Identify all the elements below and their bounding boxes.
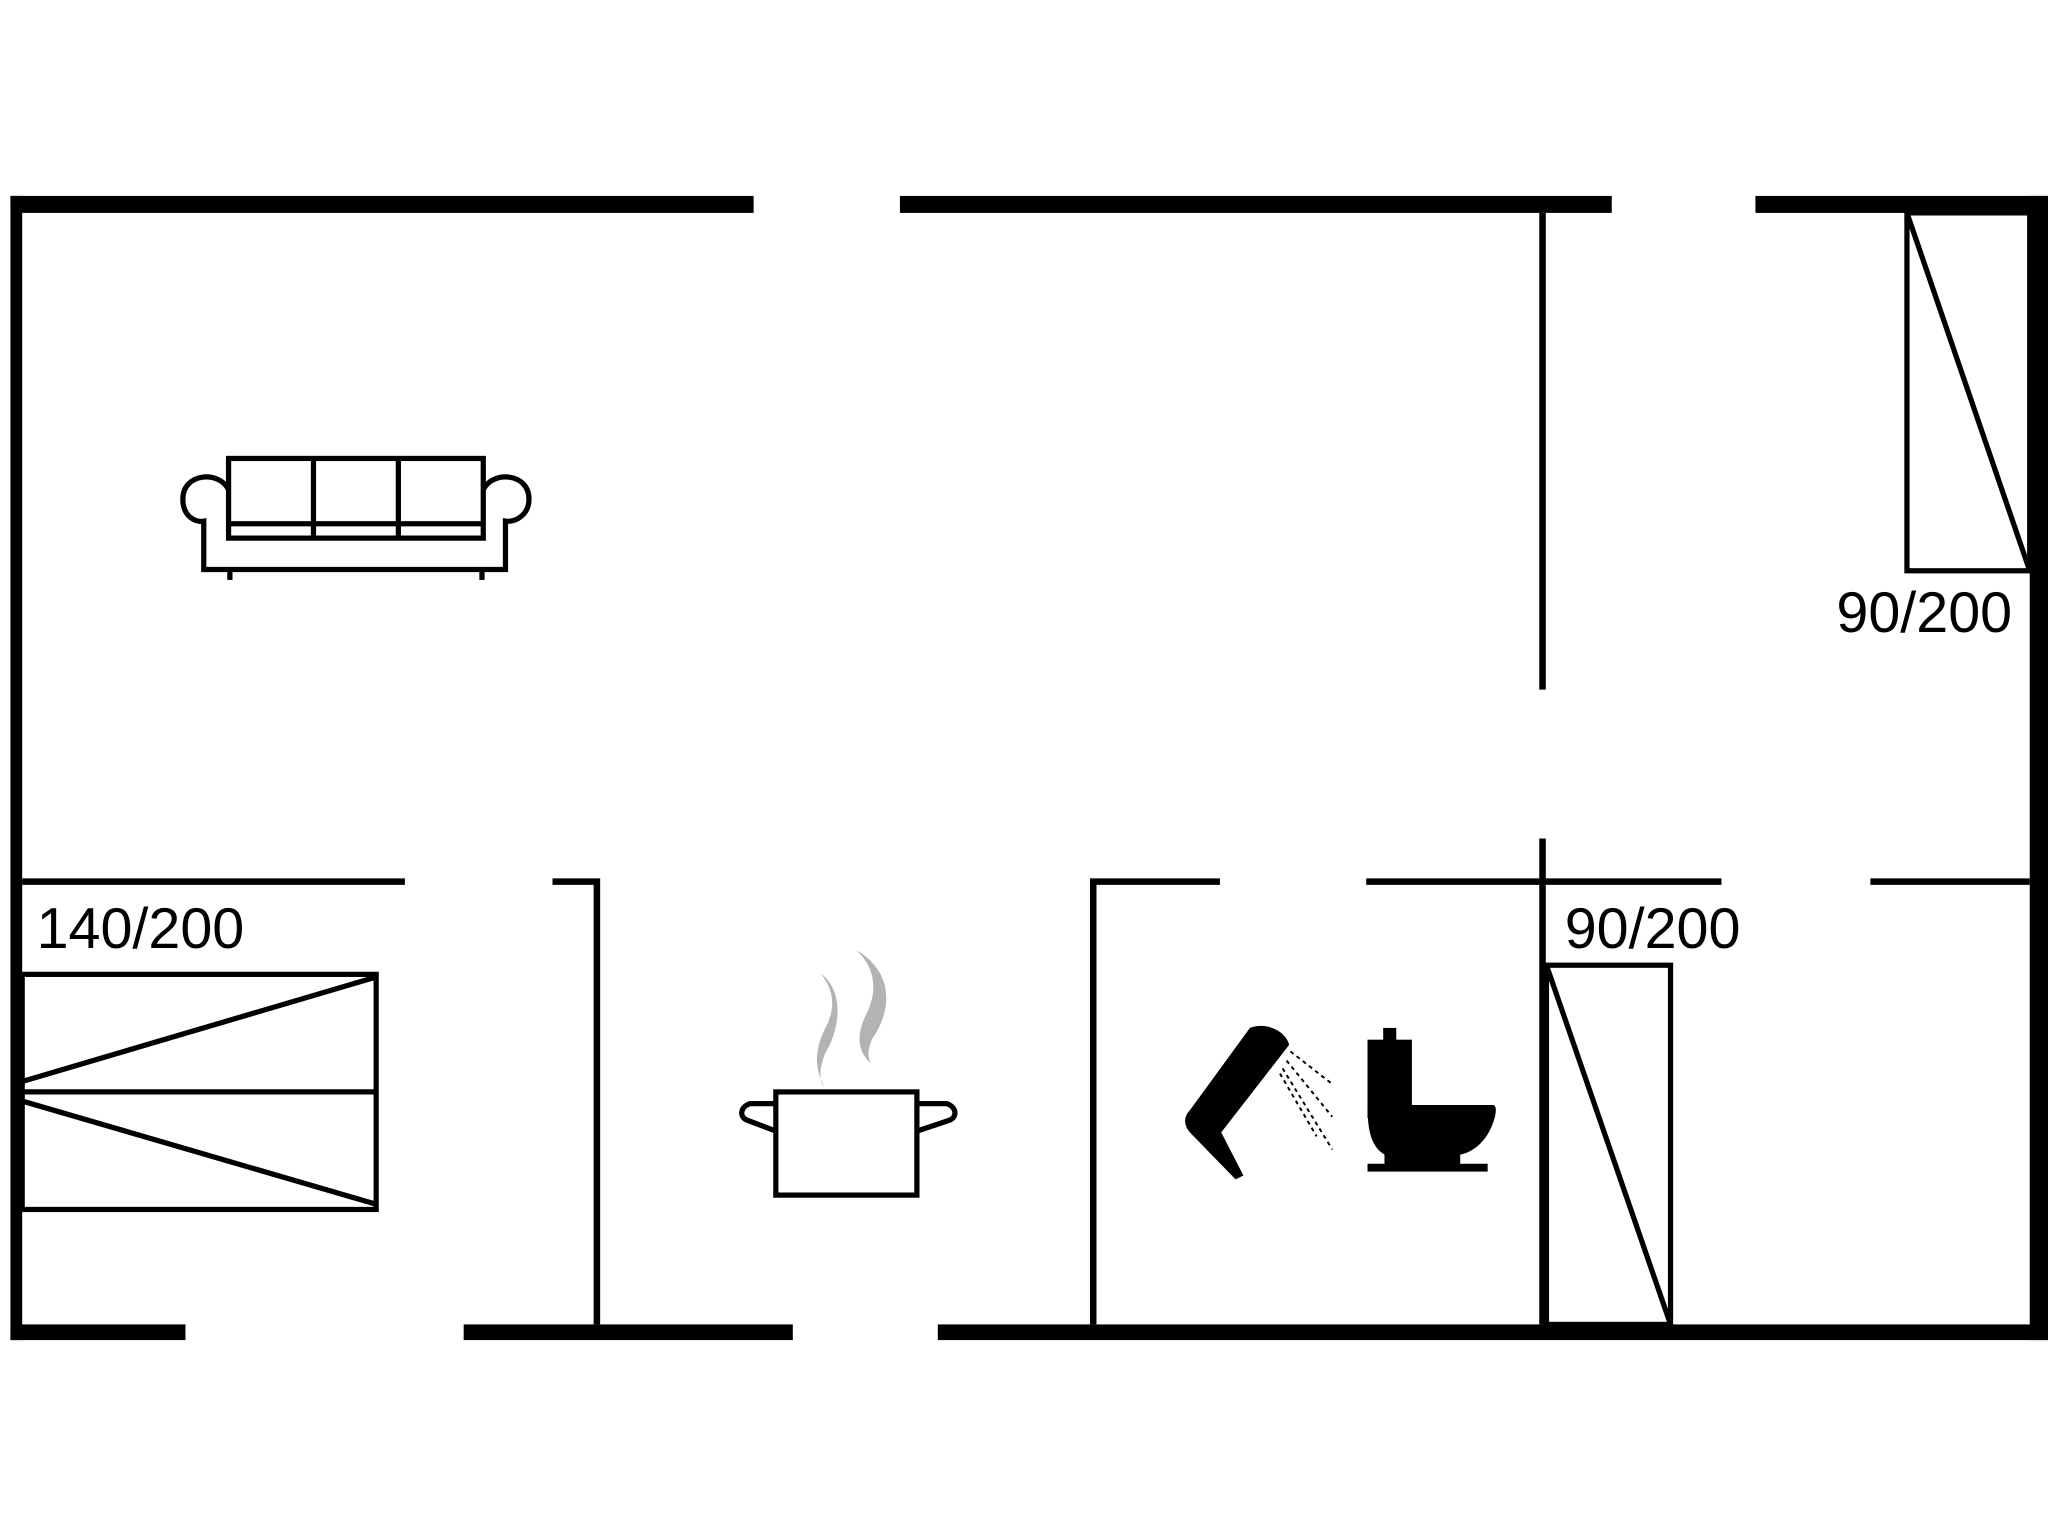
wall-right [2029,195,2048,1341]
single-bed-icon-lower [1543,962,1674,1328]
wall-bottom-mid-left [463,1324,793,1341]
double-bed-icon [19,971,379,1213]
wall-top-left [10,195,754,213]
sofa-icon [180,455,532,580]
toilet-icon [1367,1027,1496,1172]
bed-size-label-lower: 90/200 [1565,897,1741,961]
wall-bed1-kitchen [552,878,601,1325]
wall-left [10,195,23,1341]
bed-size-label-upper: 90/200 [1836,581,2012,645]
cooking-pot-icon [739,949,958,1198]
bed-size-label-double: 140/200 [37,897,245,961]
steam-icon [855,949,887,1065]
wall-bottom-right [937,1324,2048,1341]
wall-bottom-left [10,1324,186,1341]
exterior-walls [10,195,2048,1341]
interior-walls [22,212,2030,1325]
wall-bath-left [1089,878,1220,1325]
wall-top-right [1755,195,2048,213]
shower-icon [1185,1025,1334,1180]
single-bed-icon-upper [1904,210,2033,574]
steam-icon [816,973,838,1087]
wall-top-middle [899,195,1612,213]
